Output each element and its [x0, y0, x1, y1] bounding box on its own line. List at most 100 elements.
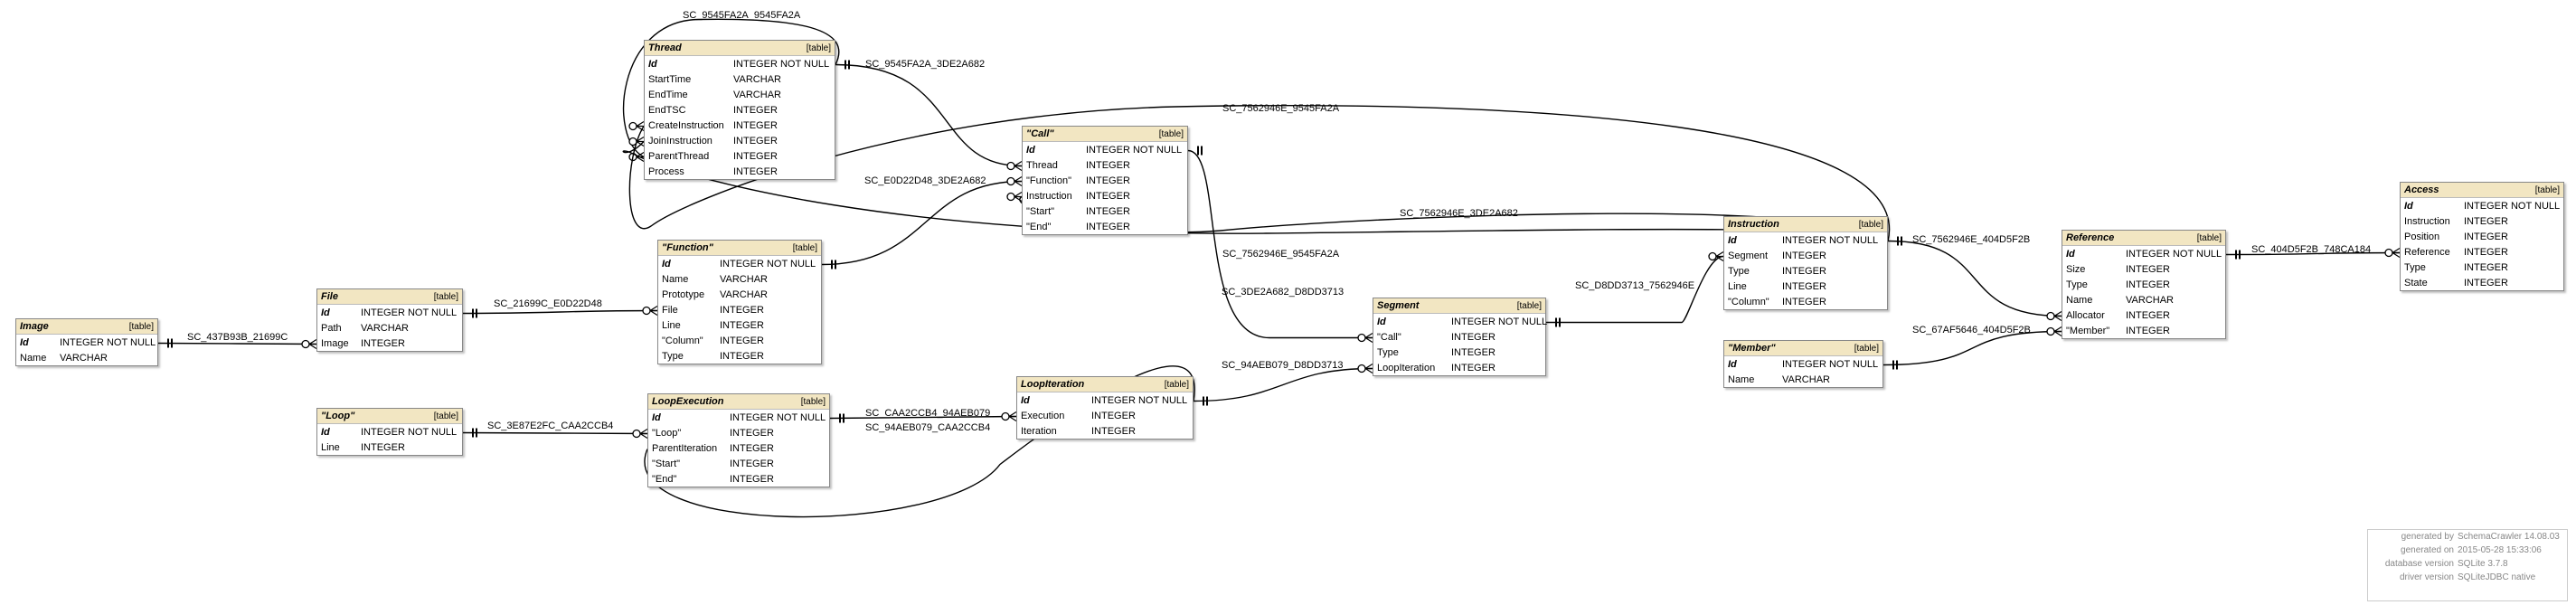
column-row: EndTime VARCHAR — [645, 87, 835, 102]
column-row: "Loop"INTEGER — [648, 425, 829, 440]
column-name: EndTime — [648, 89, 688, 100]
many-marker-crowsfoot — [1364, 363, 1373, 374]
column-type: VARCHAR — [60, 352, 108, 364]
edge-loopexecution-loopiteration — [829, 415, 1017, 420]
many-marker — [1357, 364, 1366, 373]
info-value: SQLite 3.7.8 — [2458, 559, 2508, 569]
table-header: Access[table] — [2401, 183, 2563, 198]
column-name: Name — [20, 352, 47, 364]
column-type: INTEGER — [733, 150, 778, 162]
column-name: Process — [648, 165, 684, 177]
many-marker-crowsfoot — [2392, 247, 2401, 259]
column-name: ParentIteration — [652, 442, 718, 454]
edge-segment-instruction — [1546, 255, 1724, 324]
column-type: VARCHAR — [733, 89, 781, 100]
column-type: INTEGER — [2464, 231, 2508, 242]
column-type: INTEGER NOT NULL — [1451, 316, 1548, 327]
column-type: INTEGER NOT NULL — [2126, 248, 2222, 260]
column-type: INTEGER — [1086, 205, 1130, 217]
many-marker — [2384, 248, 2393, 258]
table-name: File — [321, 291, 338, 302]
relationship-label: SC_E0D22D48_3DE2A682 — [864, 175, 986, 186]
table-type-label: [table] — [800, 396, 826, 407]
one-marker — [831, 260, 836, 269]
table-type-label: [table] — [2196, 232, 2222, 243]
column-name: Id — [1021, 394, 1030, 406]
column-name: Execution — [1021, 410, 1065, 421]
column-type: VARCHAR — [720, 273, 768, 285]
many-marker-crowsfoot — [2053, 326, 2062, 337]
relationship-label: SC_7562946E_9545FA2A — [1222, 249, 1340, 260]
relationship-label: SC_9545FA2A_3DE2A682 — [865, 59, 985, 70]
column-type: INTEGER NOT NULL — [361, 307, 458, 318]
column-name: EndTSC — [648, 104, 686, 116]
many-marker — [2046, 326, 2055, 336]
relationship-label: SC_3DE2A682_D8DD3713 — [1222, 287, 1344, 298]
column-name: Id — [662, 258, 671, 269]
relationship-label: SC_437B93B_21699C — [187, 332, 288, 343]
table-name: Access — [2404, 184, 2439, 195]
column-name: Id — [1728, 234, 1737, 246]
many-marker — [628, 137, 637, 147]
column-type: INTEGER — [2126, 263, 2170, 275]
one-marker — [167, 338, 173, 348]
column-type: INTEGER — [730, 442, 774, 454]
one-marker — [2235, 250, 2241, 260]
edge-loopiteration-segment — [1193, 367, 1373, 402]
column-name: Thread — [1026, 159, 1058, 171]
column-type: INTEGER — [1782, 250, 1826, 261]
column-name: "End" — [1026, 221, 1052, 232]
column-row: "Call"INTEGER — [1373, 329, 1545, 345]
column-name: Type — [2066, 279, 2088, 290]
column-type: INTEGER — [2464, 261, 2508, 273]
column-type: INTEGER — [730, 473, 774, 485]
column-row: Name VARCHAR — [16, 350, 157, 365]
relationship-label: SC_94AEB079_CAA2CCB4 — [865, 422, 990, 433]
column-row: "Column"INTEGER — [658, 333, 821, 348]
column-name: Segment — [1728, 250, 1769, 261]
column-row: "End"INTEGER — [1023, 219, 1187, 234]
relationship-label: SC_7562946E_3DE2A682 — [1400, 208, 1518, 219]
info-value: SQLiteJDBC native — [2458, 572, 2536, 582]
column-name: "End" — [652, 473, 677, 485]
table-header: Thread[table] — [645, 41, 835, 56]
one-marker — [472, 308, 477, 318]
column-name: Type — [662, 350, 684, 362]
table-type-label: [table] — [1858, 219, 1883, 230]
table-type-label: [table] — [433, 411, 458, 421]
many-marker — [1006, 192, 1015, 202]
many-marker-crowsfoot — [649, 305, 658, 317]
edge-thread-call — [835, 63, 1023, 167]
column-name: Line — [662, 319, 681, 331]
column-type: INTEGER — [733, 135, 778, 147]
